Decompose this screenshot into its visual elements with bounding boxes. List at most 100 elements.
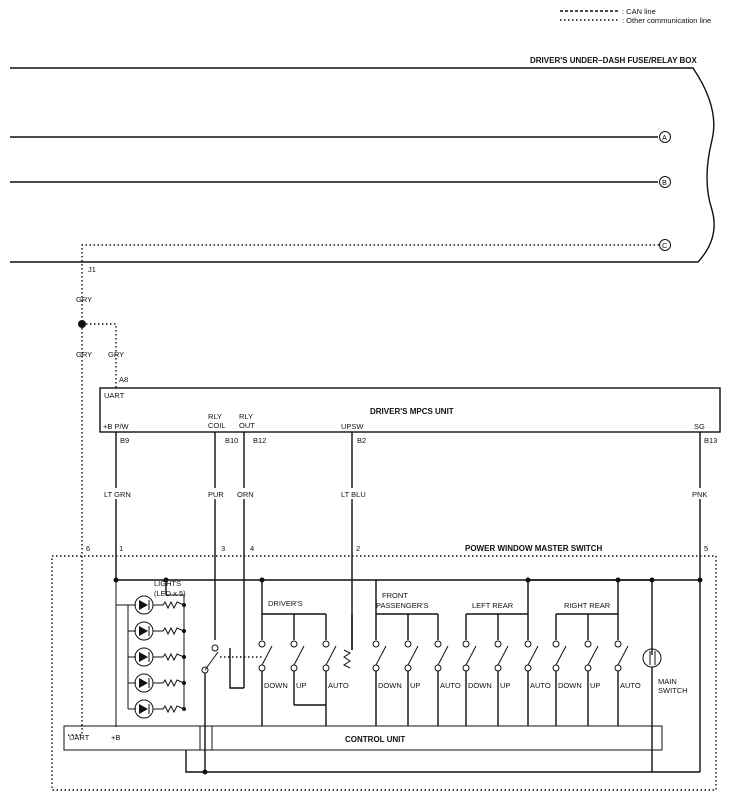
control-unit-box <box>63 725 663 751</box>
mpcs-uart: UART <box>104 391 125 400</box>
window-switch: UP <box>584 614 600 690</box>
master-switch-outline <box>51 555 717 791</box>
mpcs-title: DRIVER'S MPCS UNIT <box>370 407 454 416</box>
group-left-rear: LEFT REAR <box>472 601 514 610</box>
pin-label-rly-out-1: RLY <box>239 412 253 421</box>
fuse-relay-box: DRIVER'S UNDER–DASH FUSE/RELAY BOX A B C <box>10 56 715 263</box>
pin-b13: B13 <box>704 436 717 445</box>
control-unit: UART +B CONTROL UNIT <box>63 725 663 751</box>
communication-line: J1 GRY GRY GRY A8 <box>68 244 659 736</box>
switch-label: DOWN <box>264 681 288 690</box>
terminal-1: 1 <box>119 544 123 553</box>
switch-label: UP <box>500 681 510 690</box>
terminal-4: 4 <box>250 544 254 553</box>
control-unit-plus-b: +B <box>111 733 120 742</box>
main-switch: MAIN SWITCH <box>642 648 688 772</box>
connector-c <box>659 239 671 251</box>
pin-b9: B9 <box>120 436 129 445</box>
lights-led-array: LIGHTS (LED x 5) <box>115 579 186 727</box>
switch-label: AUTO <box>440 681 461 690</box>
pin-label-rly-out-2: OUT <box>239 421 255 430</box>
resistor <box>343 649 351 669</box>
terminal-5: 5 <box>704 544 708 553</box>
switch-label: AUTO <box>530 681 551 690</box>
wire-orn: ORN <box>237 490 254 499</box>
pin-b12: B12 <box>253 436 266 445</box>
pin-label-sg: SG <box>694 422 705 431</box>
terminal-3: 3 <box>221 544 225 553</box>
connector-a-label: A <box>662 133 667 142</box>
switch-label: UP <box>590 681 600 690</box>
legend-other-line: : Other communication line <box>622 16 711 25</box>
connector-c-label: C <box>662 241 668 250</box>
gry-label-top: GRY <box>76 295 92 304</box>
window-switch: AUTO <box>322 614 349 690</box>
fuse-box-title: DRIVER'S UNDER–DASH FUSE/RELAY BOX <box>530 56 697 65</box>
relay <box>201 614 353 772</box>
control-unit-uart: UART <box>69 733 90 742</box>
switch-label: AUTO <box>620 681 641 690</box>
window-switch: DOWN <box>552 614 582 690</box>
led <box>128 595 186 615</box>
switch-label: UP <box>410 681 420 690</box>
master-switch-title: POWER WINDOW MASTER SWITCH <box>465 544 603 553</box>
window-switch: UP <box>404 614 420 690</box>
window-switch: DOWN <box>462 614 492 690</box>
control-unit-label: CONTROL UNIT <box>345 735 405 744</box>
pin-b10: B10 <box>225 436 238 445</box>
connector-a <box>659 131 671 143</box>
group-drivers: DRIVER'S <box>268 599 303 608</box>
power-window-master-switch: POWER WINDOW MASTER SWITCH 6 1 3 4 2 5 L… <box>51 544 717 791</box>
mpcs-unit: UART DRIVER'S MPCS UNIT +B P/W RLY COIL … <box>99 387 721 445</box>
a8-label: A8 <box>119 375 128 384</box>
group-front: FRONT <box>382 591 408 600</box>
led <box>128 673 186 693</box>
harness-wires: LT GRN PUR ORN LT BLU PNK <box>104 432 710 772</box>
led <box>128 699 186 719</box>
comm-line-top <box>81 244 659 324</box>
window-switch: UP <box>290 614 306 690</box>
switch-label: DOWN <box>468 681 492 690</box>
window-switch: AUTO <box>434 614 461 690</box>
switch-label: UP <box>296 681 306 690</box>
pin-b2: B2 <box>357 436 366 445</box>
pin-label-bp-w: +B P/W <box>103 422 130 431</box>
splice-point <box>78 320 86 328</box>
pin-label-rly-coil-1: RLY <box>208 412 222 421</box>
pin-label-upsw: UPSW <box>341 422 364 431</box>
mpcs-box <box>99 387 721 433</box>
terminal-2: 2 <box>356 544 360 553</box>
legend-can-line: : CAN line <box>622 7 656 16</box>
group-right-rear: RIGHT REAR <box>564 601 611 610</box>
j1-label: J1 <box>88 265 96 274</box>
gry-label-right: GRY <box>108 350 124 359</box>
wire-lt-blu: LT BLU <box>341 490 366 499</box>
window-switch: DOWN <box>258 614 288 690</box>
main-switch-label-2: SWITCH <box>658 686 688 695</box>
pin-label-rly-coil-2: COIL <box>208 421 226 430</box>
switch-label: DOWN <box>378 681 402 690</box>
lights-count-label: (LED x 5) <box>154 589 186 598</box>
connector-b <box>659 176 671 188</box>
legend: : CAN line : Other communication line <box>560 7 711 25</box>
window-switch: DOWN <box>372 614 402 690</box>
wire-pur: PUR <box>208 490 224 499</box>
led <box>128 621 186 641</box>
wire-lt-grn: LT GRN <box>104 490 131 499</box>
connector-b-label: B <box>662 178 667 187</box>
window-switch: AUTO <box>614 614 641 690</box>
led-row <box>128 595 186 719</box>
group-passengers: PASSENGER'S <box>376 601 429 610</box>
led <box>128 647 186 667</box>
comm-line-to-mpcs <box>82 323 117 388</box>
comm-line-to-control-unit <box>68 324 83 736</box>
lights-label: LIGHTS <box>154 579 181 588</box>
fuse-box-outline <box>10 67 715 263</box>
wire-pnk: PNK <box>692 490 707 499</box>
terminal-6: 6 <box>86 544 90 553</box>
window-switch: AUTO <box>524 614 551 690</box>
main-switch-label-1: MAIN <box>658 677 677 686</box>
switch-label: AUTO <box>328 681 349 690</box>
